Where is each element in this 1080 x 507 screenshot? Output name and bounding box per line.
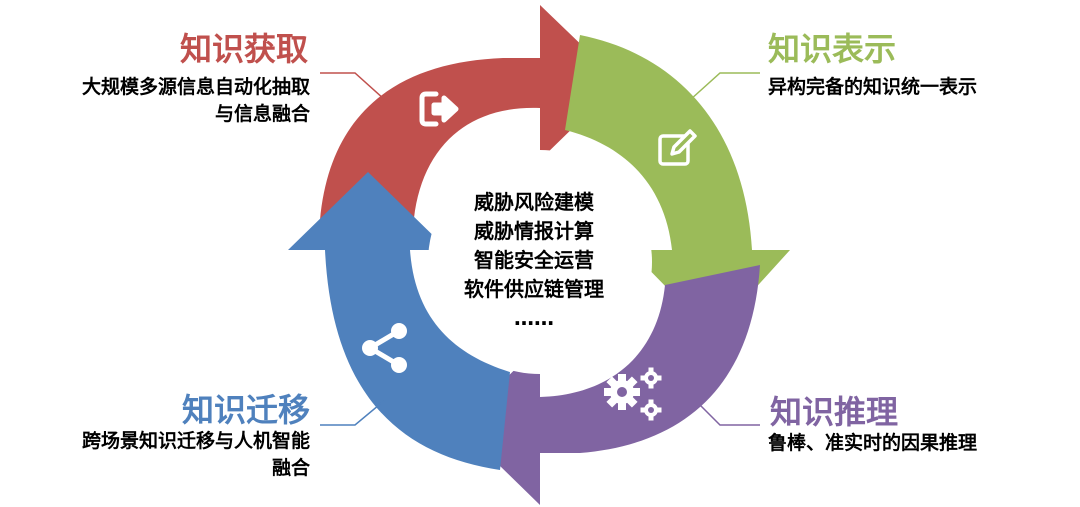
desc-represent: 异构完备的知识统一表示 xyxy=(768,76,978,98)
title-represent: 知识表示 xyxy=(768,30,897,68)
edit-icon xyxy=(658,129,697,166)
share-icon xyxy=(362,323,407,373)
center-disc xyxy=(428,150,652,374)
leader-reason xyxy=(694,399,760,426)
center-line: 威胁情报计算 xyxy=(474,219,594,243)
arrow-represent xyxy=(565,35,790,335)
leader-represent xyxy=(689,72,760,101)
sign-out-icon xyxy=(419,91,459,127)
center-line: 威胁风险建模 xyxy=(474,190,594,214)
arrow-reason xyxy=(458,265,760,505)
arrow-transfer xyxy=(288,172,510,470)
desc-reason: 鲁棒、准实时的因果推理 xyxy=(768,432,978,454)
center-topics: 威胁风险建模 威胁情报计算 智能安全运营 软件供应链管理 …… xyxy=(436,188,632,333)
center-line: 智能安全运营 xyxy=(474,248,594,272)
title-reason: 知识推理 xyxy=(770,393,899,431)
desc-acquire: 大规模多源信息自动化抽取 与信息融合 xyxy=(81,76,310,125)
leader-acquire xyxy=(320,72,386,101)
arrow-acquire xyxy=(320,5,620,220)
title-acquire: 知识获取 xyxy=(180,30,309,68)
center-ellipsis: …… xyxy=(514,306,554,330)
center-line: 软件供应链管理 xyxy=(464,277,604,301)
leader-transfer xyxy=(320,399,386,426)
desc-transfer: 跨场景知识迁移与人机智能 融合 xyxy=(81,430,310,479)
title-transfer: 知识迁移 xyxy=(182,391,311,429)
